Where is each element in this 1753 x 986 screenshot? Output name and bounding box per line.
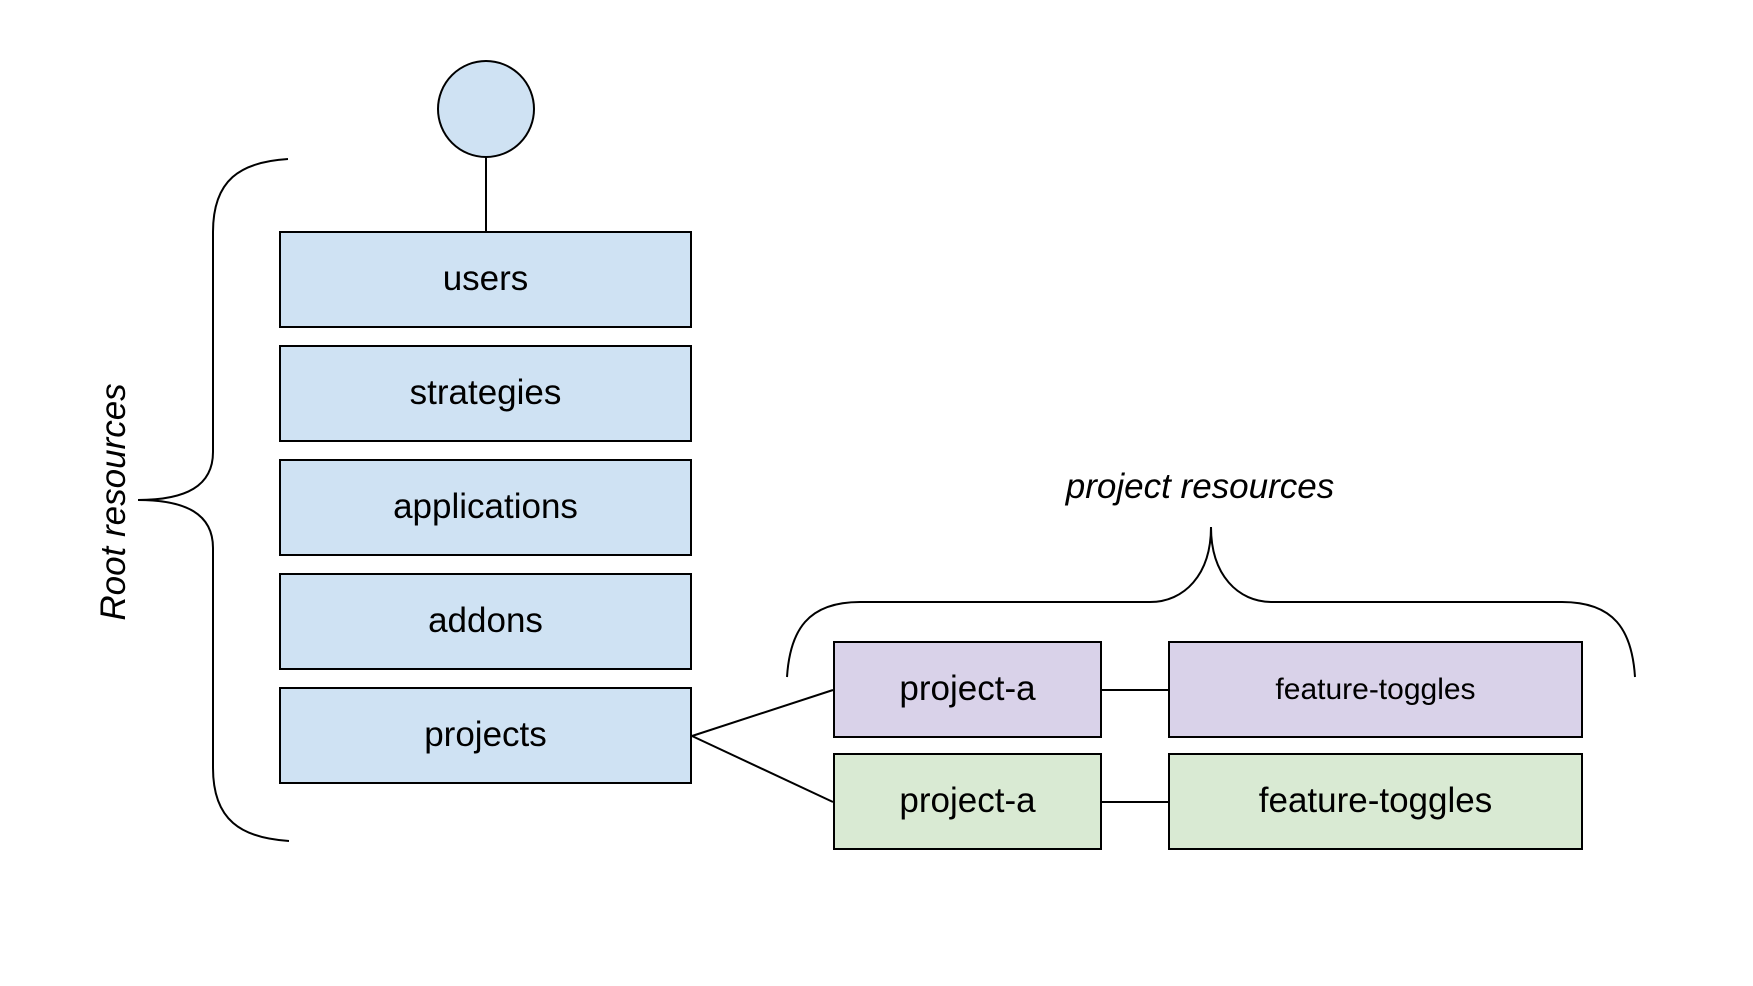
node-applications-label: applications (393, 487, 578, 527)
project-resources-brace (786, 526, 1636, 678)
node-feature-toggles-row1-label: feature-toggles (1275, 673, 1476, 706)
node-project-a-row2: project-a (833, 753, 1102, 850)
fork-line-upper (691, 689, 834, 737)
root-resources-brace (137, 158, 290, 842)
root-node-circle (437, 60, 535, 158)
node-project-a-row2-label: project-a (899, 781, 1036, 821)
node-users-label: users (442, 259, 529, 299)
root-resources-label: Root resources (94, 383, 133, 621)
node-projects-label: projects (424, 715, 547, 755)
node-feature-toggles-row2: feature-toggles (1168, 753, 1583, 850)
project-resources-label: project resources (1065, 467, 1335, 506)
node-projects: projects (279, 687, 692, 784)
node-feature-toggles-row2-label: feature-toggles (1258, 781, 1493, 821)
node-project-a-row1-label: project-a (899, 669, 1036, 709)
node-strategies: strategies (279, 345, 692, 442)
node-project-a-row1: project-a (833, 641, 1102, 738)
node-addons: addons (279, 573, 692, 670)
node-users: users (279, 231, 692, 328)
node-addons-label: addons (428, 601, 543, 641)
fork-line-lower (691, 735, 834, 803)
node-applications: applications (279, 459, 692, 556)
node-feature-toggles-row1: feature-toggles (1168, 641, 1583, 738)
node-strategies-label: strategies (409, 373, 562, 413)
